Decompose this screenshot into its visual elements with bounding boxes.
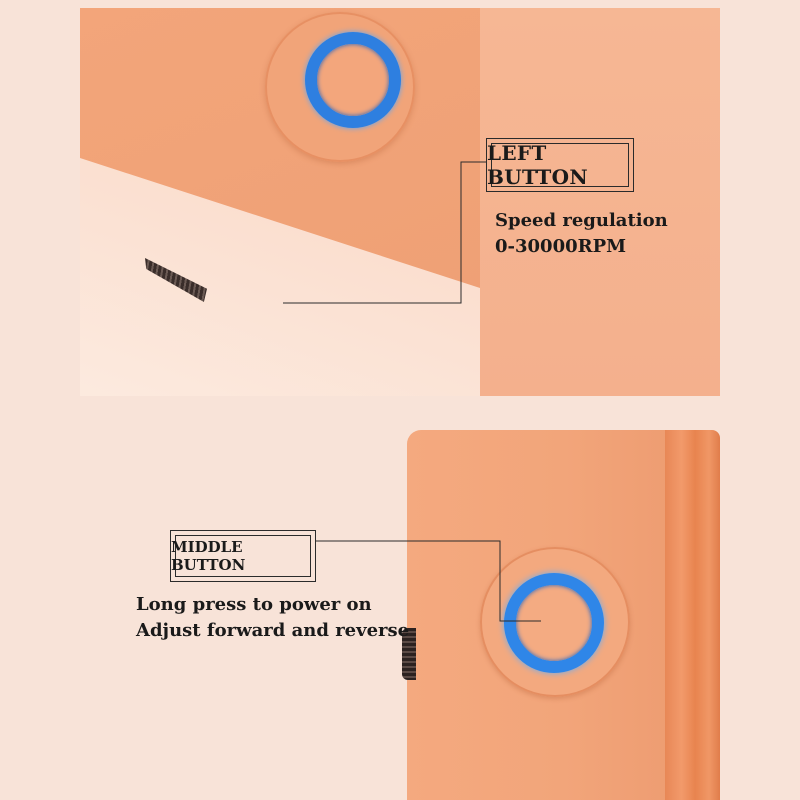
- blue-led-ring-icon-top: [305, 32, 401, 128]
- device-side-edge: [665, 430, 720, 800]
- left-button-line-1: Speed regulation: [495, 210, 668, 231]
- middle-button-title: MIDDLE BUTTON: [171, 538, 246, 574]
- background-panel: [480, 8, 720, 396]
- label-frame: [491, 143, 629, 187]
- left-button-description: Speed regulation 0-30000RPM: [495, 208, 668, 260]
- middle-button-label: MIDDLE BUTTON: [170, 530, 316, 582]
- middle-button-line-1: Long press to power on: [136, 594, 372, 615]
- blue-led-ring-icon-bottom: [504, 573, 604, 673]
- left-button-label: LEFT BUTTON: [486, 138, 634, 192]
- top-product-photo: [80, 8, 720, 396]
- label-frame: [175, 535, 311, 577]
- bottom-product-photo: [407, 430, 720, 800]
- left-button-line-2: 0-30000RPM: [495, 236, 627, 258]
- left-button-title: LEFT BUTTON: [487, 141, 588, 189]
- middle-button-description: Long press to power on Adjust forward an…: [136, 592, 409, 644]
- middle-button-line-2: Adjust forward and reverse: [136, 620, 410, 642]
- side-dial-wheel-icon: [402, 628, 416, 680]
